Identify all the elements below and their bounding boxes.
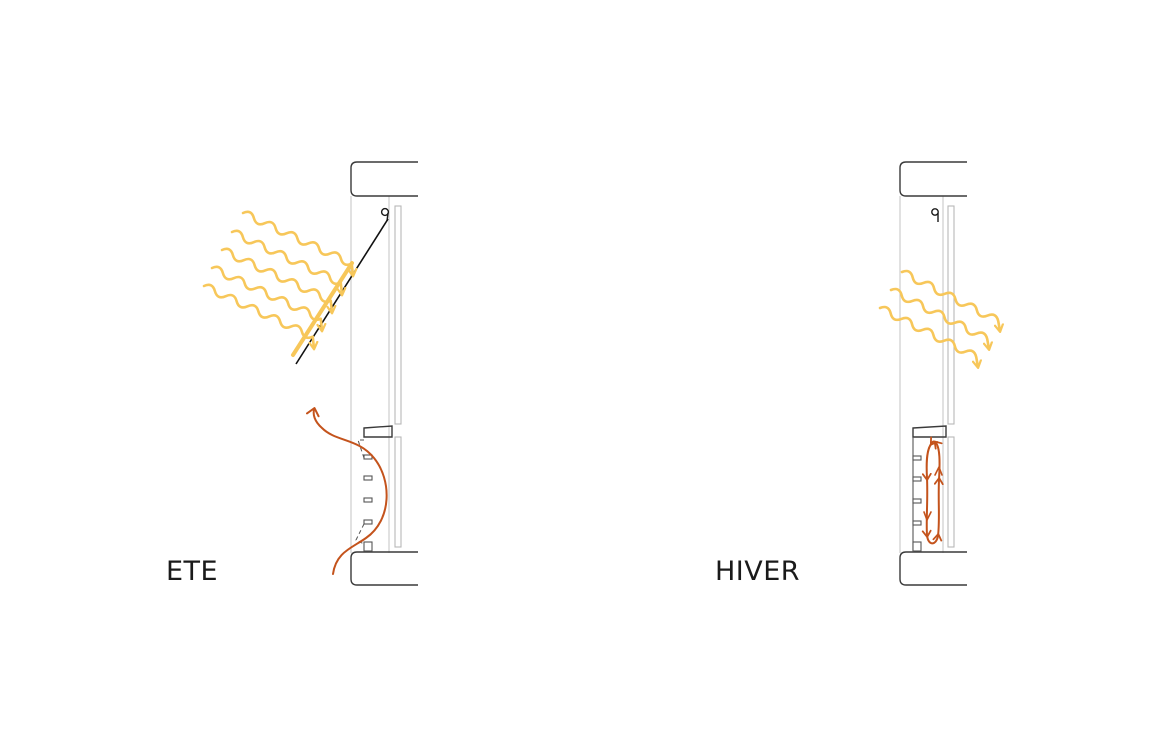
wavy-sun-ray-icon — [241, 210, 359, 275]
winter-top-slab — [899, 161, 967, 197]
summer-lower-vent-opening — [355, 523, 365, 545]
winter-bottom-slab — [899, 551, 967, 586]
air-flow-arrow-icon — [305, 407, 388, 575]
summer-window-sill — [363, 425, 393, 438]
winter-panel — [878, 161, 1005, 586]
air-flow-arrow-icon — [934, 466, 943, 476]
wavy-sun-ray-icon — [230, 229, 348, 294]
wavy-sun-ray-icon — [889, 287, 994, 349]
summer-label: ETE — [166, 556, 218, 587]
air-flow-arrow-icon — [923, 511, 932, 521]
summer-shading-panel-highlight — [291, 261, 354, 357]
wavy-sun-ray-icon — [878, 305, 983, 367]
summer-upper-glazing — [394, 205, 402, 425]
wavy-sun-ray-icon — [900, 269, 1005, 331]
wavy-sun-ray-icon — [220, 247, 338, 312]
summer-louvers — [363, 454, 373, 552]
summer-upper-vent-opening — [357, 439, 365, 459]
summer-panel — [202, 161, 418, 586]
winter-label: HIVER — [715, 556, 800, 587]
winter-upper-glazing — [947, 205, 955, 425]
winter-sun-rays — [878, 269, 1005, 367]
wavy-sun-ray-icon — [202, 283, 320, 348]
summer-bottom-slab — [350, 551, 418, 586]
wavy-sun-ray-icon — [210, 265, 328, 330]
hinge-icon — [931, 208, 939, 222]
air-flow-arrow-icon — [927, 442, 940, 545]
summer-top-slab — [350, 161, 418, 197]
winter-window-sill — [912, 425, 947, 438]
winter-louvers — [912, 455, 922, 552]
winter-lower-glazing — [947, 436, 955, 548]
summer-lower-glazing — [394, 436, 402, 548]
summer-sun-rays — [202, 210, 359, 348]
